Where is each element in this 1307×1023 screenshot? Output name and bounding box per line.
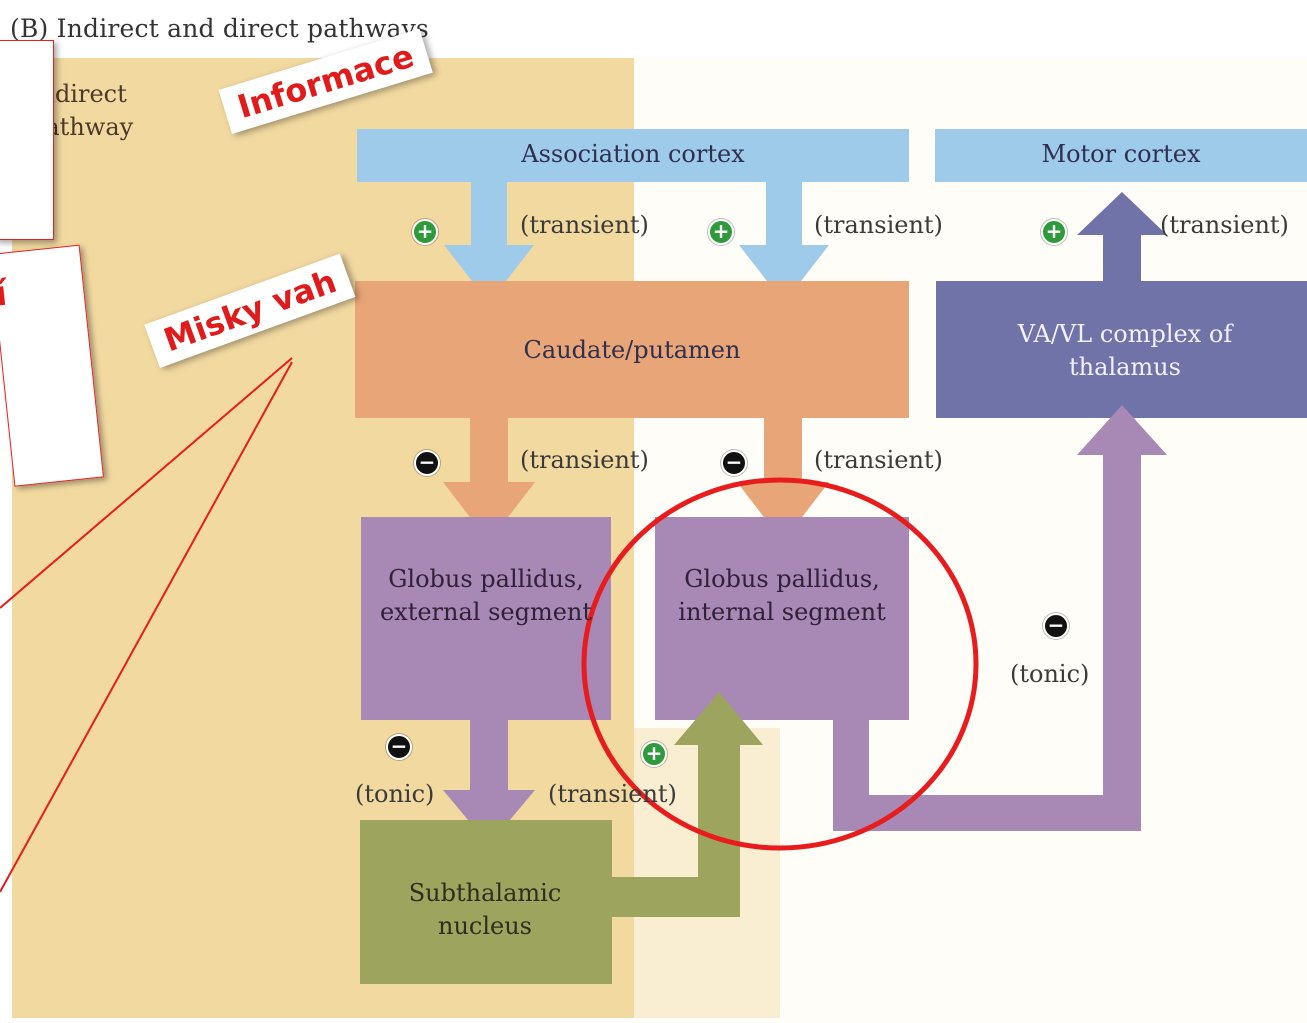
connection-label: (tonic) bbox=[1010, 660, 1090, 688]
arrow-caudate-to-gpe bbox=[443, 416, 535, 542]
highlight-circle bbox=[581, 477, 979, 851]
minus-sign-icon: − bbox=[1043, 613, 1069, 639]
plus-sign-icon: + bbox=[641, 741, 667, 767]
plus-sign-icon: + bbox=[412, 219, 438, 245]
thalamus-text: VA/VL complex of thalamus bbox=[1017, 320, 1233, 381]
association-cortex-bar bbox=[357, 129, 909, 182]
gp-external-label: Globus pallidus, external segment bbox=[361, 517, 611, 720]
association-cortex-label: Association cortex bbox=[357, 129, 909, 179]
connection-label: (transient) bbox=[814, 446, 943, 474]
arrow-assoc-to-caudate-2 bbox=[739, 180, 829, 303]
caudate-putamen-text: Caudate/putamen bbox=[523, 335, 741, 364]
cropped-glyph: í bbox=[0, 273, 9, 315]
va-vl-thalamus-box bbox=[936, 281, 1307, 418]
minus-sign-icon: − bbox=[414, 450, 440, 476]
gp-internal-text: Globus pallidus, internal segment bbox=[678, 565, 886, 626]
connection-label: (transient) bbox=[520, 446, 649, 474]
minus-sign-icon: − bbox=[721, 450, 747, 476]
connection-label: (transient) bbox=[1160, 211, 1289, 239]
arrow-gpi-to-thalamus bbox=[833, 405, 1167, 831]
connection-label: (transient) bbox=[548, 780, 677, 808]
motor-cortex-label: Motor cortex bbox=[935, 129, 1307, 179]
pointer-line-2 bbox=[0, 361, 293, 893]
gp-external-box bbox=[361, 517, 611, 720]
caudate-putamen-box bbox=[355, 281, 909, 418]
gp-internal-box bbox=[655, 517, 909, 720]
gp-internal-label: Globus pallidus, internal segment bbox=[655, 517, 909, 720]
connection-label: (transient) bbox=[814, 211, 943, 239]
annotation-note-top bbox=[0, 40, 54, 240]
arrow-assoc-to-caudate-1 bbox=[444, 180, 534, 303]
subthalamic-label: Subthalamic nucleus bbox=[380, 870, 590, 950]
thalamus-label: VA/VL complex of thalamus bbox=[980, 318, 1270, 384]
connection-label: (tonic) bbox=[355, 780, 435, 808]
motor-cortex-bar bbox=[935, 129, 1307, 182]
arrow-stn-to-gpi bbox=[610, 692, 763, 917]
minus-sign-icon: − bbox=[386, 734, 412, 760]
connection-label: (transient) bbox=[520, 211, 649, 239]
figure-title: (B) Indirect and direct pathways bbox=[10, 14, 429, 43]
motor-cortex-text: Motor cortex bbox=[1041, 139, 1201, 168]
caudate-putamen-label: Caudate/putamen bbox=[355, 315, 909, 385]
arrow-gpe-to-stn bbox=[443, 718, 535, 845]
pointer-line-1 bbox=[0, 357, 293, 609]
gp-external-text: Globus pallidus, external segment bbox=[379, 565, 593, 626]
plus-sign-icon: + bbox=[708, 219, 734, 245]
association-cortex-text: Association cortex bbox=[521, 139, 745, 168]
plus-sign-icon: + bbox=[1041, 219, 1067, 245]
subthalamic-box bbox=[360, 820, 612, 984]
arrow-thalamus-to-motor bbox=[1077, 192, 1167, 290]
subthalamic-text: Subthalamic nucleus bbox=[408, 879, 562, 940]
